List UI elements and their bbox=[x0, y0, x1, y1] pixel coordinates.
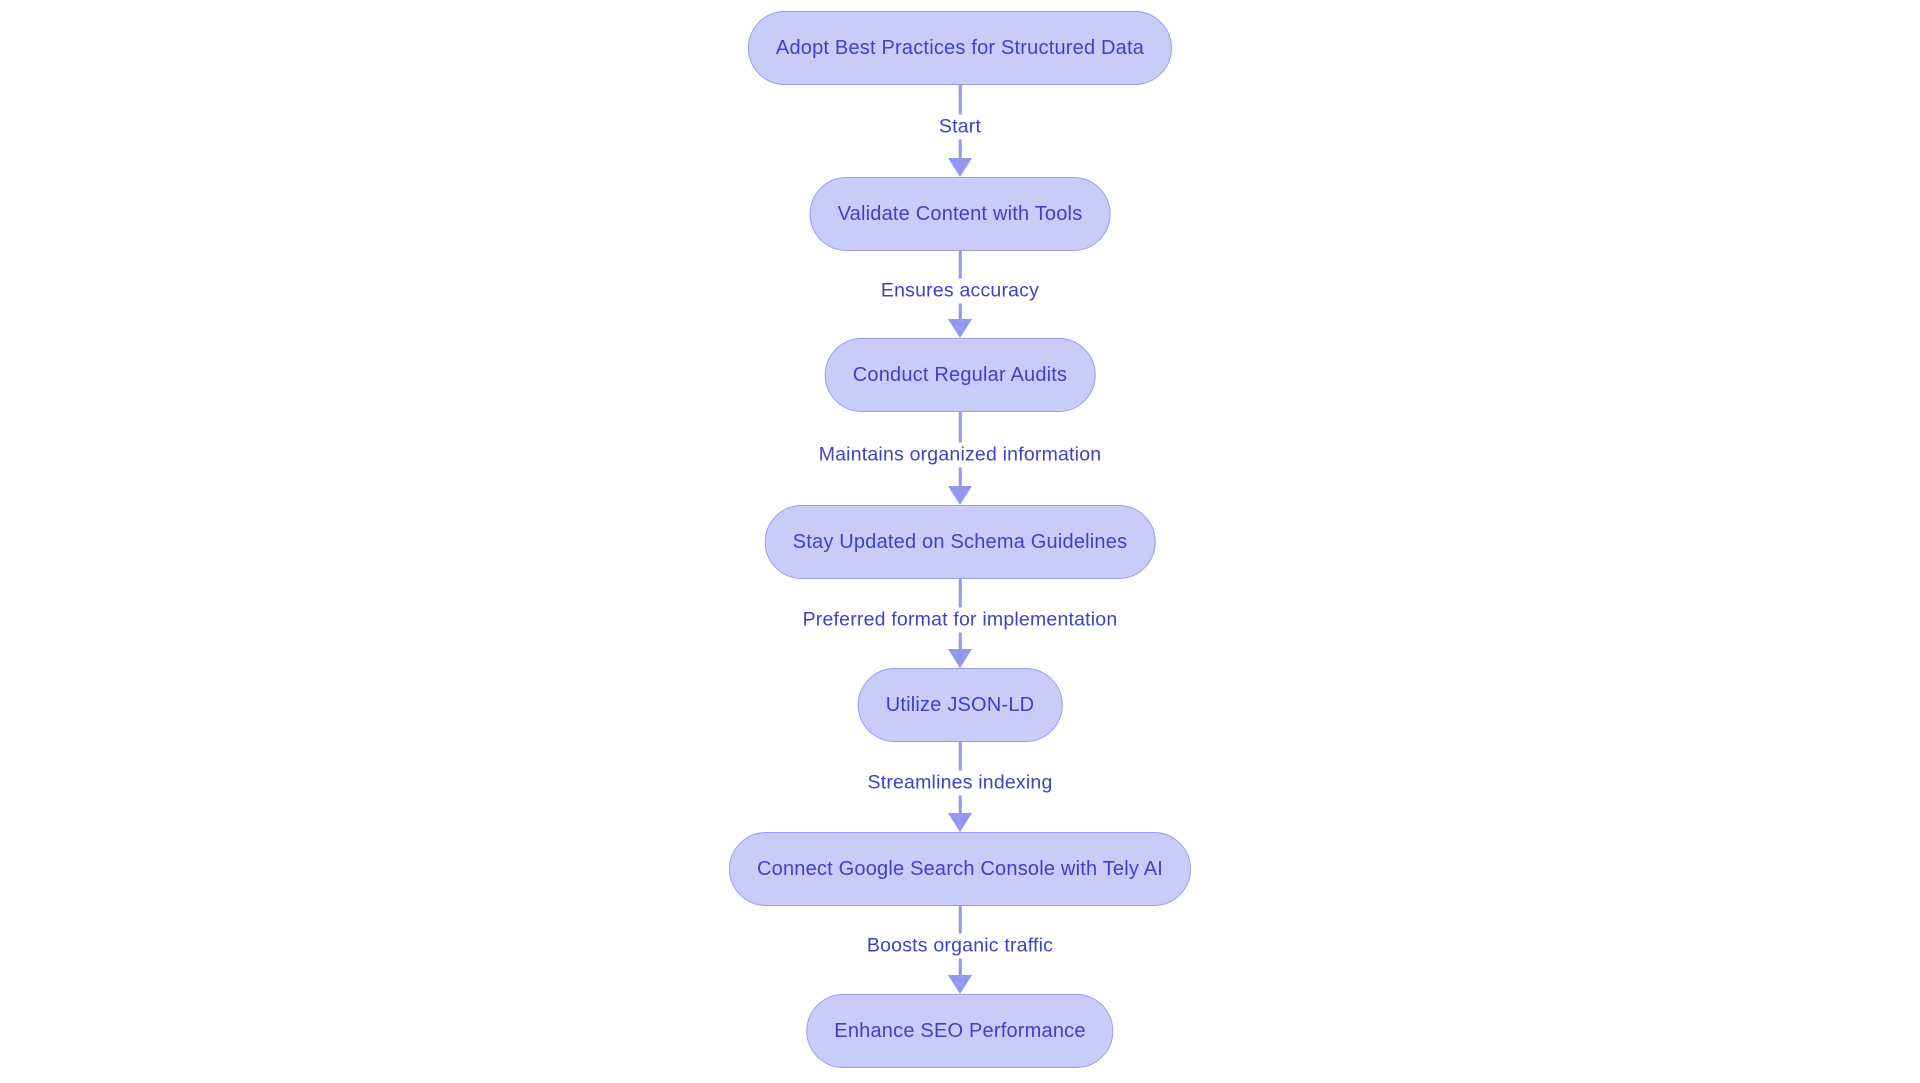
edge-start: Start bbox=[760, 85, 1160, 177]
edge-maintains-organized-information: Maintains organized information bbox=[760, 412, 1160, 505]
edge-label: Boosts organic traffic bbox=[859, 933, 1061, 959]
edge-label: Start bbox=[931, 114, 989, 140]
edge-label: Preferred format for implementation bbox=[795, 607, 1125, 632]
arrow-down-icon bbox=[948, 319, 972, 338]
edge-label: Streamlines indexing bbox=[860, 770, 1060, 796]
arrow-down-icon bbox=[948, 486, 972, 505]
edge-streamlines-indexing: Streamlines indexing bbox=[760, 742, 1160, 832]
flow-node-enhance-seo: Enhance SEO Performance bbox=[806, 994, 1114, 1068]
edge-preferred-format: Preferred format for implementation bbox=[760, 579, 1160, 668]
flow-node-validate-content: Validate Content with Tools bbox=[809, 177, 1111, 251]
flow-node-adopt-best-practices: Adopt Best Practices for Structured Data bbox=[747, 11, 1173, 85]
flow-node-conduct-audits: Conduct Regular Audits bbox=[824, 338, 1096, 412]
edge-label: Maintains organized information bbox=[811, 442, 1109, 467]
arrow-down-icon bbox=[948, 649, 972, 668]
flow-node-connect-gsc-tely: Connect Google Search Console with Tely … bbox=[728, 832, 1192, 906]
arrow-down-icon bbox=[948, 158, 972, 177]
flow-node-stay-updated-schema: Stay Updated on Schema Guidelines bbox=[764, 505, 1156, 579]
edge-ensures-accuracy: Ensures accuracy bbox=[760, 251, 1160, 338]
arrow-down-icon bbox=[948, 813, 972, 832]
arrow-down-icon bbox=[948, 975, 972, 994]
edge-label: Ensures accuracy bbox=[873, 278, 1047, 303]
flow-node-utilize-json-ld: Utilize JSON-LD bbox=[857, 668, 1063, 742]
edge-boosts-organic-traffic: Boosts organic traffic bbox=[760, 906, 1160, 994]
